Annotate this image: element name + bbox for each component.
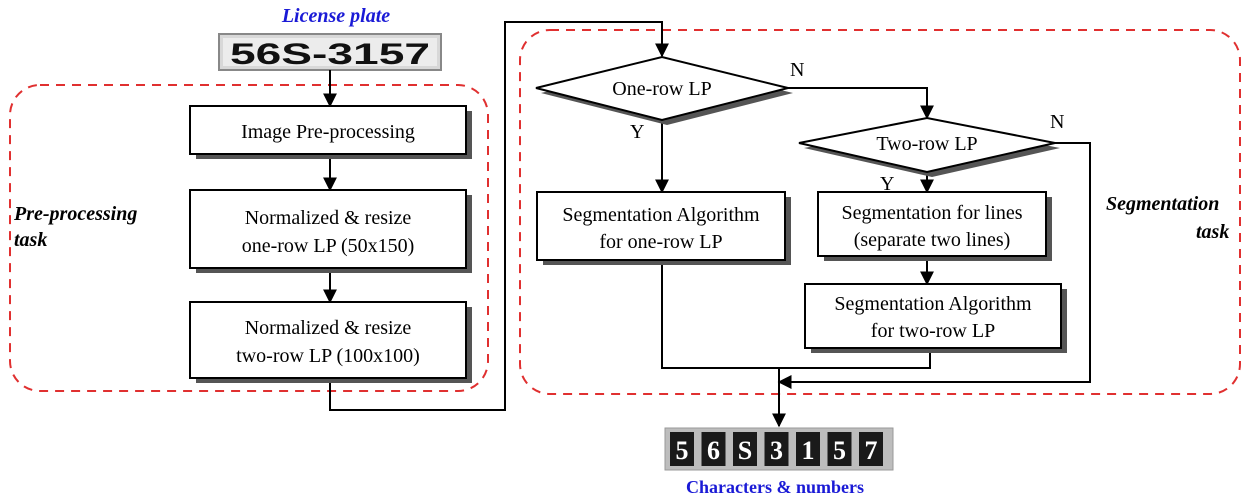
node-decision-two-row: Two-row LP: [798, 116, 1060, 177]
node-seg-lines-line1: Segmentation for lines: [841, 202, 1022, 224]
edge-seg-one-to-merge: [661, 262, 779, 369]
node-image-preprocessing: Image Pre-processing: [189, 105, 472, 159]
output-character-cell: [764, 432, 789, 466]
edge-preprocessing-to-segmentation: [329, 21, 669, 411]
preprocessing-task-label-line2: task: [14, 229, 47, 251]
license-plate-text: 56S-3157: [230, 38, 430, 71]
node-seg-lines: Segmentation for lines (separate two lin…: [817, 191, 1052, 261]
output-character-cell: [796, 432, 820, 466]
node-decision-one-row: One-row LP: [535, 55, 793, 125]
node-normalize-two-row: Normalized & resize two-row LP (100x100): [189, 301, 472, 383]
output-character: 5: [833, 436, 846, 465]
output-character-cell: [827, 432, 852, 466]
one-row-no-label: N: [790, 59, 804, 81]
two-row-no-label: N: [1050, 111, 1064, 133]
output-character-cell: [733, 432, 757, 466]
node-normalize-two-row-line1: Normalized & resize: [245, 317, 412, 339]
license-plate-image: 56S-3157: [218, 33, 442, 71]
preprocessing-task-label-line1: Pre-processing: [13, 203, 137, 225]
output-character: 1: [802, 436, 815, 465]
license-plate-title: License plate: [281, 5, 390, 27]
edge-seg-two-to-merge: [779, 350, 931, 369]
node-normalize-one-row: Normalized & resize one-row LP (50x150): [189, 189, 472, 273]
output-character-cell: [859, 432, 883, 466]
output-character-cell: [670, 432, 694, 466]
segmentation-task-label-line2: task: [1196, 221, 1229, 243]
output-character: 6: [707, 436, 720, 465]
preprocessing-task-group: [9, 84, 489, 392]
output-character: 5: [676, 436, 689, 465]
output-caption: Characters & numbers: [686, 477, 864, 497]
output-character: S: [738, 436, 752, 465]
edges: [323, 21, 1091, 428]
node-seg-two-row: Segmentation Algorithm for two-row LP: [804, 283, 1067, 353]
node-normalize-one-row-line2: one-row LP (50x150): [242, 235, 415, 257]
edge-two-row-no: [777, 142, 1091, 389]
node-seg-one-row: Segmentation Algorithm for one-row LP: [536, 191, 791, 265]
output-character: 3: [770, 436, 783, 465]
output-character: 7: [865, 436, 878, 465]
node-seg-two-row-line2: for two-row LP: [871, 320, 995, 342]
node-normalize-two-row-line2: two-row LP (100x100): [236, 345, 420, 367]
node-decision-two-row-text: Two-row LP: [876, 133, 977, 155]
edge-one-row-no: [788, 87, 934, 120]
segmentation-task-label-line1: Segmentation: [1106, 193, 1219, 215]
node-normalize-one-row-line1: Normalized & resize: [245, 207, 412, 229]
output-character-cell: [701, 432, 726, 466]
node-seg-lines-line2: (separate two lines): [854, 229, 1011, 251]
one-row-yes-label: Y: [630, 121, 644, 143]
node-decision-one-row-text: One-row LP: [612, 78, 711, 100]
node-seg-one-row-line2: for one-row LP: [599, 231, 722, 253]
node-seg-one-row-line1: Segmentation Algorithm: [562, 204, 760, 226]
two-row-yes-label: Y: [880, 173, 894, 195]
node-seg-two-row-line1: Segmentation Algorithm: [834, 293, 1032, 315]
node-image-preprocessing-text: Image Pre-processing: [241, 121, 415, 143]
